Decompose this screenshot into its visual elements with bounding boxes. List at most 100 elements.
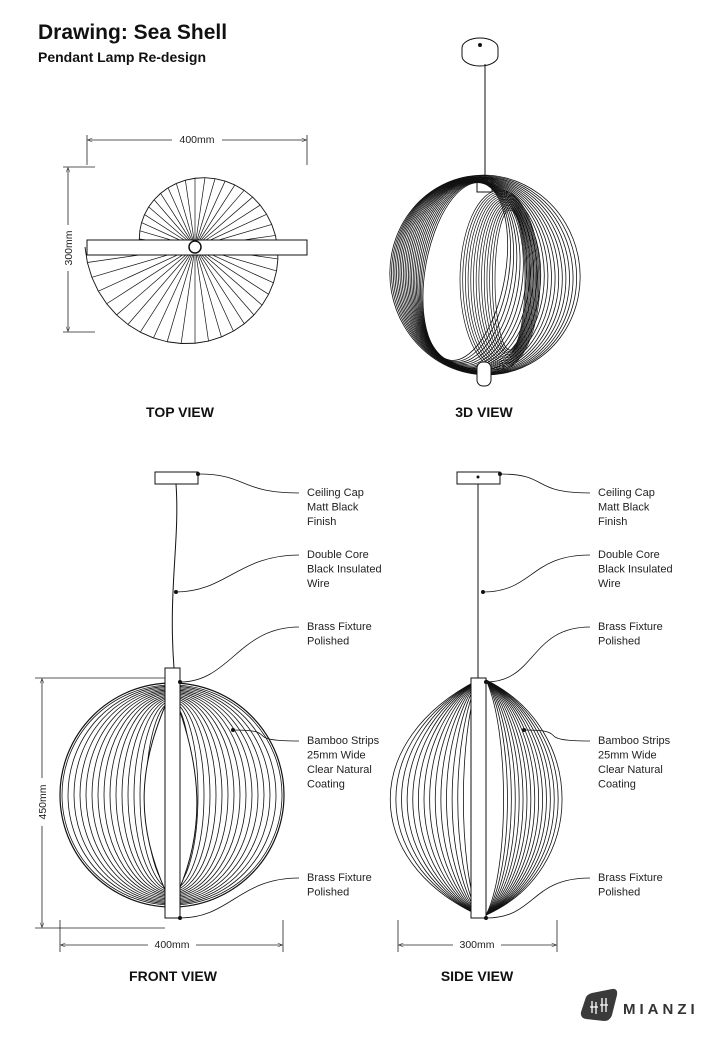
strip-edge bbox=[234, 184, 245, 191]
bamboo-strip bbox=[153, 199, 196, 248]
front-wire bbox=[171, 483, 178, 669]
callout-leader-line bbox=[232, 729, 300, 742]
strip-edge bbox=[243, 189, 253, 198]
strip-edge bbox=[167, 341, 182, 344]
bamboo-strip bbox=[392, 175, 574, 375]
bamboo-strip bbox=[397, 177, 563, 374]
mianzi-logo-icon bbox=[580, 988, 618, 1021]
drawing-title: Drawing: Sea Shell bbox=[38, 21, 228, 44]
bamboo-strip-left bbox=[429, 679, 479, 916]
bamboo-strip bbox=[166, 246, 196, 342]
callout-leader-line bbox=[197, 473, 300, 494]
bamboo-strip bbox=[194, 196, 253, 248]
3d-view: 3D VIEW bbox=[389, 37, 581, 420]
bamboo-strip bbox=[478, 200, 533, 360]
strip-edge bbox=[268, 282, 274, 295]
bamboo-strip bbox=[194, 190, 245, 248]
callout-dot bbox=[484, 680, 488, 684]
bamboo-strip-left bbox=[423, 679, 479, 916]
brand-name: MIANZI bbox=[623, 1001, 699, 1018]
bamboo-strip bbox=[481, 201, 532, 359]
bamboo-strip-left bbox=[389, 679, 479, 916]
drawing-subtitle: Pendant Lamp Re-design bbox=[38, 49, 207, 65]
top-view-hub bbox=[188, 240, 202, 254]
bamboo-strip bbox=[194, 178, 216, 248]
front-ceiling-cap bbox=[154, 471, 199, 485]
bamboo-strip bbox=[467, 194, 537, 366]
bamboo-strip-left bbox=[451, 679, 479, 916]
bamboo-strip-right bbox=[485, 679, 532, 916]
bamboo-strip bbox=[194, 246, 255, 316]
strip-edge bbox=[153, 193, 161, 201]
strip-edge bbox=[139, 222, 142, 231]
bamboo-strip bbox=[194, 246, 263, 306]
bamboo-strip bbox=[185, 180, 196, 248]
bamboo-strip bbox=[194, 246, 222, 338]
bamboo-strip-right bbox=[485, 679, 551, 916]
callout-label-side: Ceiling Cap bbox=[598, 487, 655, 499]
bamboo-strip bbox=[486, 205, 529, 355]
strip-edge bbox=[127, 324, 141, 333]
bamboo-strip-right bbox=[485, 679, 547, 916]
bamboo-strip-left bbox=[412, 679, 479, 916]
callout-label-side: Clear Natural bbox=[598, 764, 663, 776]
top-width-label: 400mm bbox=[179, 134, 214, 146]
side-view: 300mm SIDE VIEW bbox=[389, 471, 563, 984]
strip-edge bbox=[253, 304, 263, 316]
callout-label-side: Polished bbox=[598, 636, 640, 648]
bamboo-strip-right bbox=[485, 679, 536, 916]
side-view-title: SIDE VIEW bbox=[441, 968, 514, 984]
bamboo-strip bbox=[394, 176, 570, 375]
strip-edge bbox=[140, 331, 154, 339]
callout-label-side: Black Insulated bbox=[598, 564, 673, 576]
bamboo-strip-right bbox=[485, 679, 512, 916]
bamboo-strip-right bbox=[485, 679, 555, 916]
strip-edge bbox=[221, 330, 234, 338]
callout-dot bbox=[522, 728, 526, 732]
bamboo-strip-left bbox=[401, 679, 479, 916]
bamboo-strip-left bbox=[446, 679, 479, 916]
strip-edge bbox=[271, 224, 276, 236]
front-width-label: 400mm bbox=[154, 939, 189, 951]
bamboo-strip-right bbox=[485, 679, 563, 916]
bamboo-strip bbox=[194, 180, 226, 248]
bamboo-strip bbox=[194, 246, 209, 342]
callout-label-side: Matt Black bbox=[598, 502, 650, 514]
callout-label-side: Brass Fixture bbox=[598, 621, 663, 633]
top-view: 400mm 300mm TOP VIEW bbox=[60, 133, 308, 420]
bamboo-strip bbox=[194, 246, 245, 324]
callout-label-side: Bamboo Strips bbox=[598, 735, 671, 747]
callout-label-front: Finish bbox=[307, 516, 336, 528]
callout-label-front: Bamboo Strips bbox=[307, 735, 380, 747]
bamboo-strip bbox=[194, 177, 206, 248]
callout-leader-line bbox=[175, 554, 300, 593]
callout-dot bbox=[178, 680, 182, 684]
bamboo-strip bbox=[167, 187, 196, 248]
callout-dot bbox=[174, 590, 178, 594]
strip-edge bbox=[84, 246, 88, 263]
bamboo-strip-left bbox=[417, 679, 479, 916]
bamboo-strip bbox=[389, 174, 581, 376]
bamboo-strip bbox=[106, 246, 196, 305]
callout-label-front: 25mm Wide bbox=[307, 750, 366, 762]
callout-label-side: Double Core bbox=[598, 549, 660, 561]
bamboo-strip-right bbox=[485, 679, 524, 916]
strip-edge bbox=[176, 179, 186, 184]
bamboo-strip bbox=[489, 206, 528, 354]
callout-dot bbox=[481, 590, 485, 594]
strip-edge bbox=[208, 336, 222, 342]
bamboo-strip bbox=[160, 193, 196, 248]
strip-edge bbox=[116, 314, 129, 325]
bamboo-strip bbox=[194, 184, 236, 248]
bamboo-strip bbox=[396, 177, 567, 374]
strip-edge bbox=[144, 206, 150, 215]
bamboo-strip-left bbox=[440, 679, 479, 916]
strip-edge bbox=[204, 177, 216, 180]
side-width-label: 300mm bbox=[459, 939, 494, 951]
callout-leader-line bbox=[179, 626, 300, 683]
callout-label-front: Brass Fixture bbox=[307, 872, 372, 884]
callout-label-side: Wire bbox=[598, 578, 621, 590]
top-height-label: 300mm bbox=[63, 230, 75, 265]
